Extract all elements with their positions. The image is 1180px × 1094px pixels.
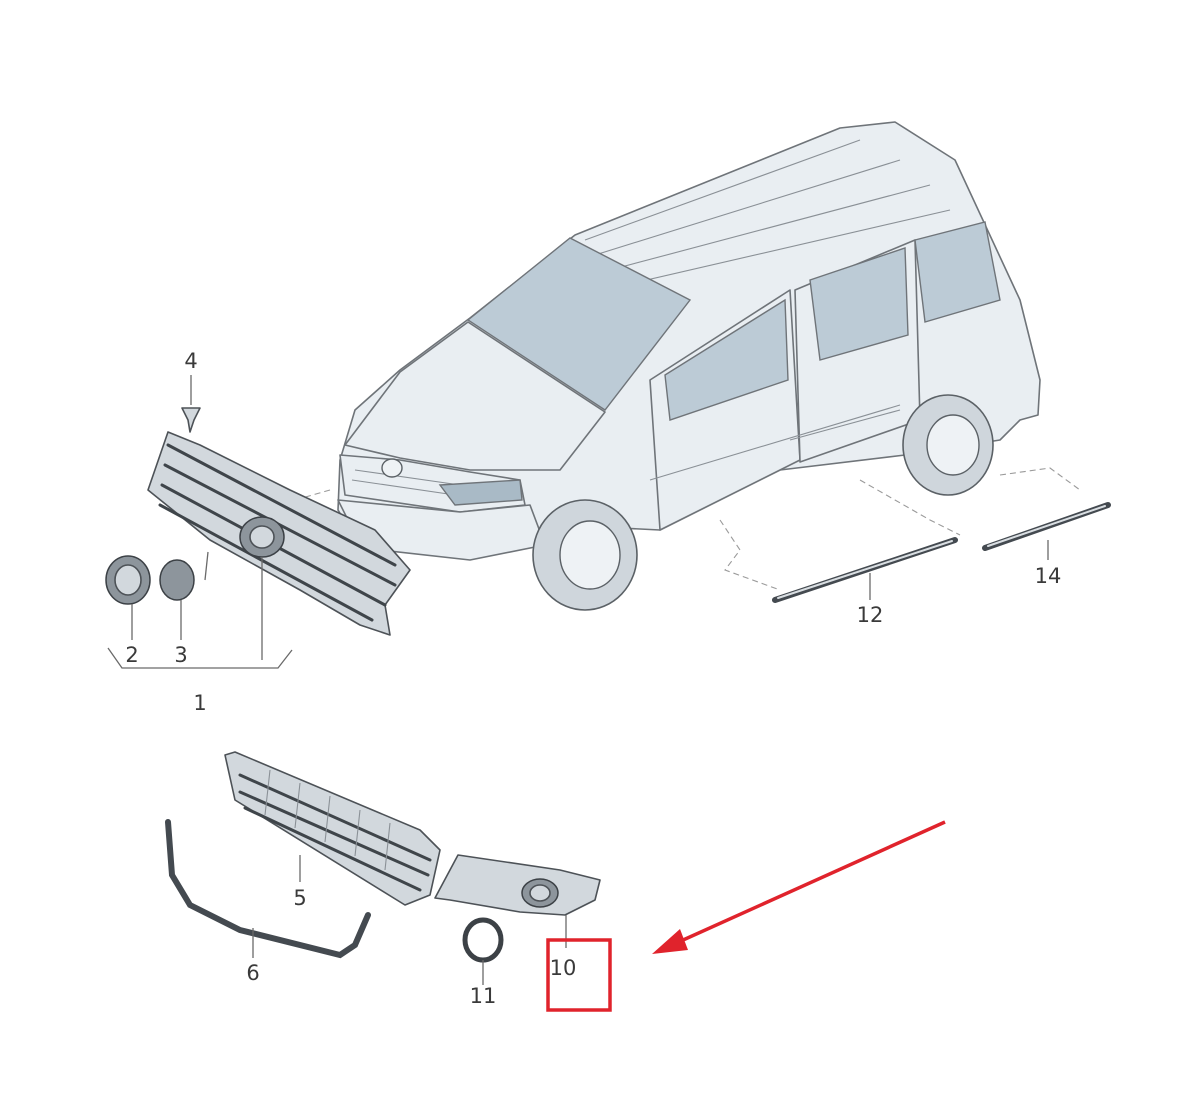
highlight-box xyxy=(546,938,612,1012)
fog-lamp-trim-part xyxy=(434,854,601,916)
callout-14: 14 xyxy=(1035,564,1062,588)
emblem-part xyxy=(105,555,151,605)
fog-lamp-ring-part xyxy=(462,917,504,963)
callout-10: 10 xyxy=(550,956,577,980)
side-strip-14 xyxy=(982,502,1111,551)
callout-1: 1 xyxy=(193,691,206,715)
callout-3: 3 xyxy=(174,643,187,667)
lower-grille-part xyxy=(224,751,441,906)
upper-grille-part xyxy=(147,431,411,636)
upper-callout-leaders xyxy=(107,375,293,669)
clip-part xyxy=(181,407,201,433)
callout-11: 11 xyxy=(470,984,497,1008)
highlight-arrow xyxy=(652,820,946,954)
trim-strip-part xyxy=(165,819,371,959)
callout-12: 12 xyxy=(857,603,884,627)
callout-5: 5 xyxy=(293,886,306,910)
side-strip-12 xyxy=(772,537,958,603)
van-illustration xyxy=(337,121,1041,611)
callout-6: 6 xyxy=(246,961,259,985)
emblem-cover-part xyxy=(159,559,195,601)
callout-4: 4 xyxy=(184,349,197,373)
lower-callout-leaders xyxy=(252,855,567,985)
callout-2: 2 xyxy=(125,643,138,667)
